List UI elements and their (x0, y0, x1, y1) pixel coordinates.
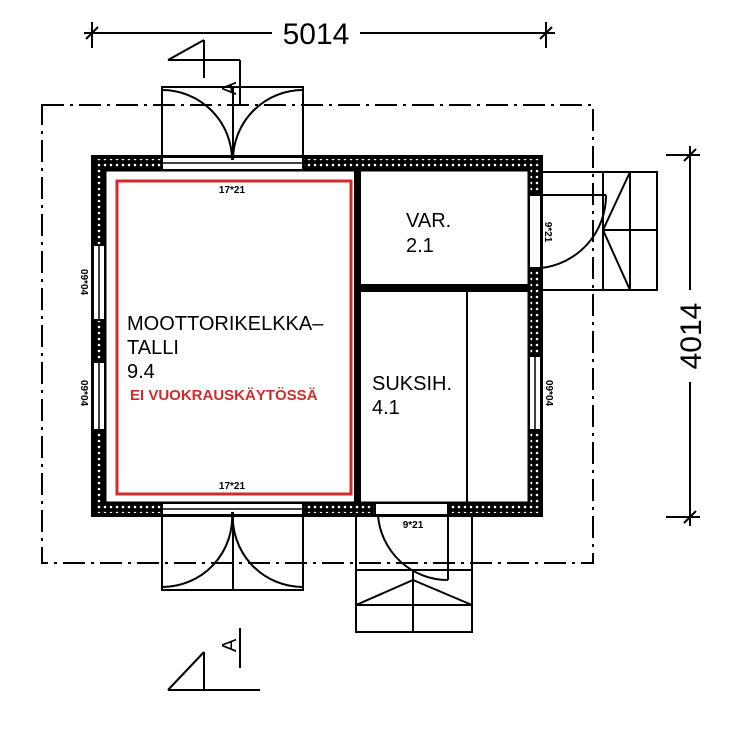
door-label-garage-top: 17*21 (219, 185, 246, 196)
door-label-garage-bottom: 17*21 (219, 481, 246, 492)
roof-outline (41, 104, 594, 564)
var-door-stairs (540, 171, 658, 291)
room-var-name: VAR. (406, 210, 451, 232)
interior-wall-vertical (354, 170, 361, 503)
room-garage-name-2: TALLI (127, 337, 179, 359)
window-label-left-upper: 09*04 (78, 269, 89, 296)
wall-openings (92, 156, 542, 516)
room-suksih-name: SUKSIH. (372, 373, 452, 395)
room-garage-note: EI VUOKRAUSKÄYTÖSSÄ (130, 387, 318, 404)
garage-door-bottom (161, 511, 304, 591)
suksih-door-stairs (355, 514, 473, 633)
interior-wall-horizontal (361, 284, 529, 292)
room-garage-name-1: MOOTTORIKELKKA– (127, 313, 324, 335)
window-label-right: 09*04 (543, 380, 554, 407)
exterior-walls (91, 155, 543, 517)
width-dimension-label: 5014 (283, 18, 350, 51)
room-var-area: 2.1 (406, 235, 434, 257)
door-label-suksih: 9*21 (403, 520, 424, 531)
room-suksih-area: 4.1 (372, 397, 400, 419)
section-label-bottom: A (219, 638, 241, 652)
window-label-left-lower: 09*04 (78, 380, 89, 407)
height-dimension-label: 4014 (675, 303, 708, 370)
section-marker-top (167, 39, 241, 105)
door-label-var: 9*21 (542, 222, 553, 243)
section-marker-bottom (167, 628, 260, 691)
garage-highlight (115, 179, 353, 496)
garage-door-top (161, 86, 304, 161)
room-garage-area: 9.4 (127, 361, 155, 383)
